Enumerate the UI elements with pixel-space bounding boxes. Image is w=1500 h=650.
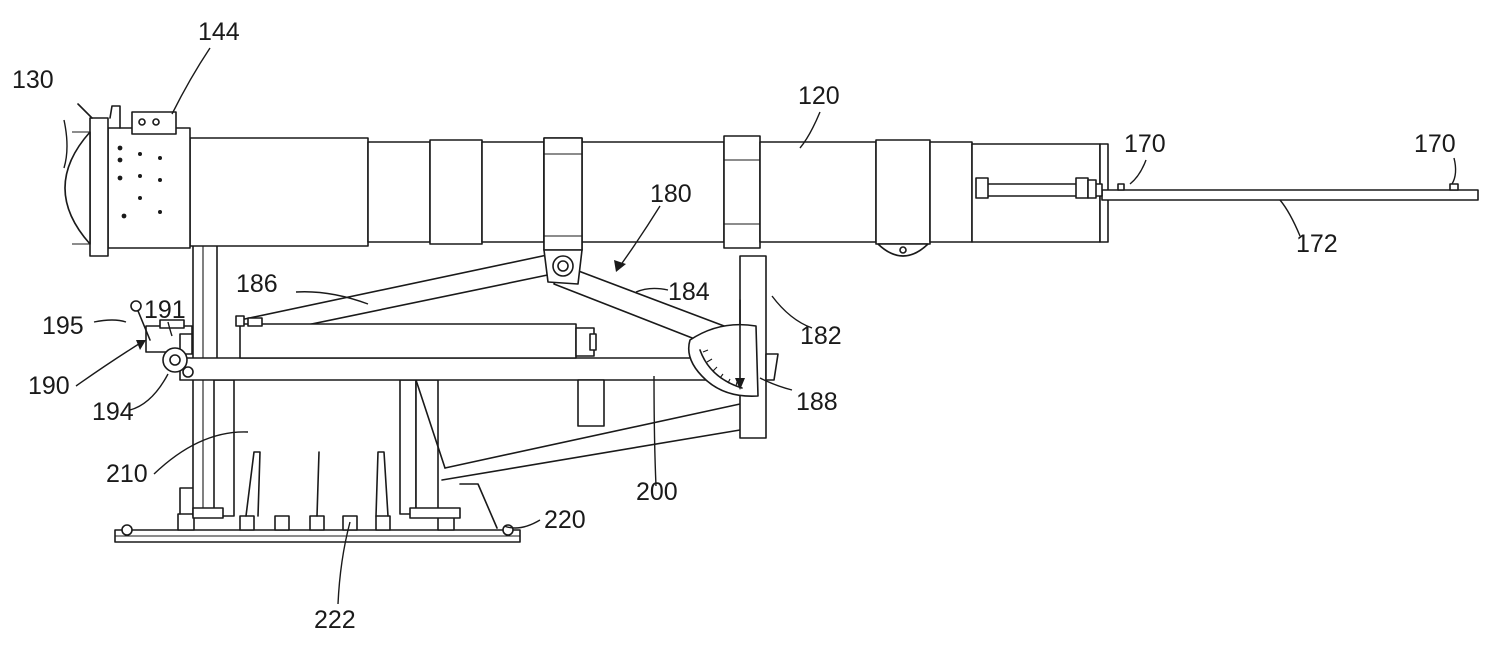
label-120: 120 xyxy=(798,82,840,110)
label-184: 184 xyxy=(668,278,710,306)
label-180: 180 xyxy=(650,180,692,208)
label-210: 210 xyxy=(106,460,148,488)
label-190: 190 xyxy=(28,372,70,400)
label-195: 195 xyxy=(42,312,84,340)
head-assembly-130 xyxy=(65,104,190,256)
label-170-left: 170 xyxy=(1124,130,1166,158)
label-130: 130 xyxy=(12,66,54,94)
label-222: 222 xyxy=(314,606,356,634)
label-194: 194 xyxy=(92,398,134,426)
label-220: 220 xyxy=(544,506,586,534)
label-170-right: 170 xyxy=(1414,130,1456,158)
label-188: 188 xyxy=(796,388,838,416)
label-200: 200 xyxy=(636,478,678,506)
label-182: 182 xyxy=(800,322,842,350)
label-172: 172 xyxy=(1296,230,1338,258)
label-144: 144 xyxy=(198,18,240,46)
label-191: 191 xyxy=(144,296,186,324)
cylinder-body-120 xyxy=(190,136,1108,256)
label-186: 186 xyxy=(236,270,278,298)
base-fins xyxy=(246,452,388,516)
